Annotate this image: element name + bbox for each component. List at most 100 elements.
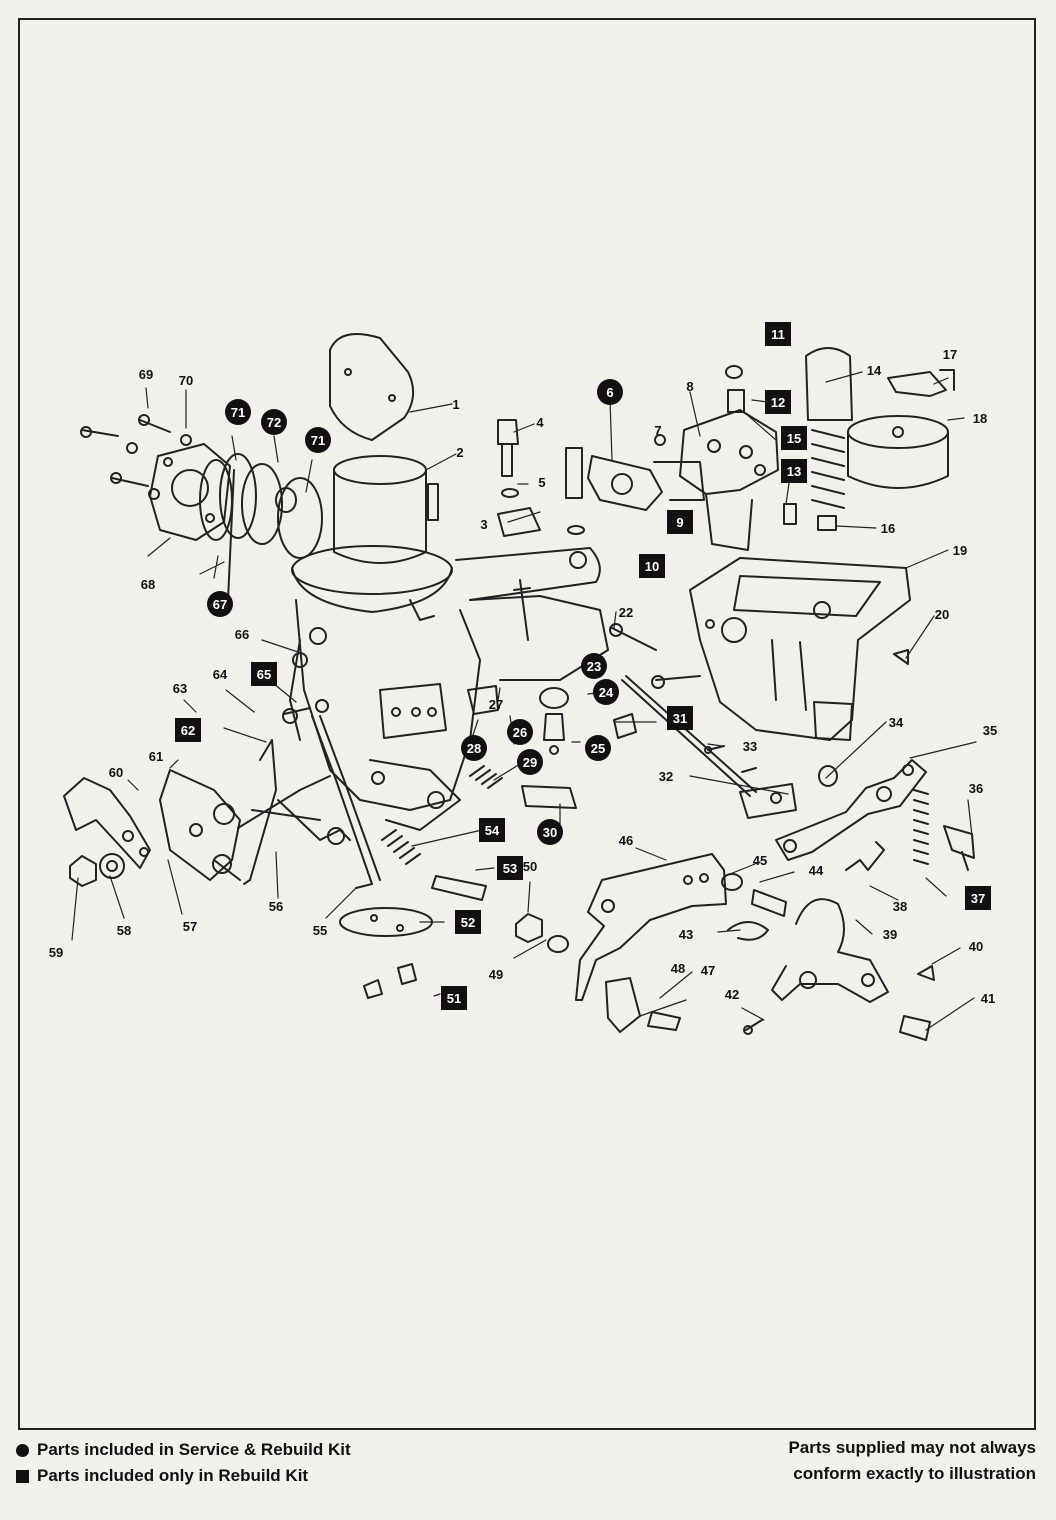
legend-service-kit: Parts included in Service & Rebuild Kit <box>16 1440 351 1460</box>
callout-number: 61 <box>149 749 163 764</box>
callout-number: 9 <box>676 515 683 530</box>
callout-number: 43 <box>679 927 693 942</box>
callout-62: 62 <box>175 718 201 742</box>
callout-55: 55 <box>313 923 327 938</box>
callout-circle-marker <box>507 719 533 745</box>
callout-48: 48 <box>671 961 685 976</box>
callout-7: 7 <box>654 423 661 438</box>
callout-number: 6 <box>606 385 613 400</box>
gasket-6 <box>587 455 663 511</box>
callout-43: 43 <box>679 927 693 942</box>
callout-number: 32 <box>659 769 673 784</box>
callout-67: 67 <box>207 591 233 617</box>
callout-square-marker <box>479 818 505 842</box>
callout-circle-marker <box>225 399 251 425</box>
callout-number: 20 <box>935 607 949 622</box>
callout-5: 5 <box>538 475 545 490</box>
callout-number: 53 <box>503 861 517 876</box>
callout-number: 4 <box>536 415 544 430</box>
callout-16: 16 <box>881 521 895 536</box>
callout-number: 25 <box>591 741 605 756</box>
callout-number: 22 <box>619 605 633 620</box>
callout-number: 38 <box>893 899 907 914</box>
disclaimer-line-1: Parts supplied may not always <box>788 1438 1036 1457</box>
callout-square-marker <box>667 510 693 534</box>
diagram-frame <box>18 18 1036 1430</box>
callout-56: 56 <box>269 899 283 914</box>
diaphragm-group <box>80 414 323 601</box>
disclaimer-note: Parts supplied may not always conform ex… <box>788 1435 1036 1487</box>
callout-number: 34 <box>889 715 904 730</box>
callout-47: 47 <box>701 963 715 978</box>
callout-30: 30 <box>537 819 563 845</box>
callout-14: 14 <box>867 363 882 378</box>
callout-number: 68 <box>141 577 155 592</box>
callout-number: 27 <box>489 697 503 712</box>
callout-60: 60 <box>109 765 123 780</box>
legend-rebuild-kit: Parts included only in Rebuild Kit <box>16 1466 308 1486</box>
callout-36: 36 <box>969 781 983 796</box>
callout-number: 48 <box>671 961 685 976</box>
callout-68: 68 <box>141 577 155 592</box>
callout-square-marker <box>667 706 693 730</box>
callout-52: 52 <box>455 910 481 934</box>
callout-square-marker <box>251 662 277 686</box>
float-chamber <box>689 557 911 741</box>
callout-square-marker <box>765 390 791 414</box>
callout-50: 50 <box>523 859 537 874</box>
callout-17: 17 <box>943 347 957 362</box>
callout-9: 9 <box>667 510 693 534</box>
callout-number: 5 <box>538 475 545 490</box>
cover-52 <box>339 907 433 937</box>
callout-square-marker <box>965 886 991 910</box>
callout-number: 33 <box>743 739 757 754</box>
callout-number: 42 <box>725 987 739 1002</box>
callout-number: 36 <box>969 781 983 796</box>
callout-number: 72 <box>267 415 281 430</box>
callout-circle-marker <box>261 409 287 435</box>
callout-65: 65 <box>251 662 277 686</box>
callout-26: 26 <box>507 719 533 745</box>
callout-number: 16 <box>881 521 895 536</box>
callout-number: 24 <box>599 685 614 700</box>
callout-number: 54 <box>485 823 500 838</box>
choke-lever <box>771 898 889 1003</box>
callout-number: 8 <box>686 379 693 394</box>
callout-number: 10 <box>645 559 659 574</box>
callout-44: 44 <box>809 863 824 878</box>
clip-17 <box>887 369 955 397</box>
callout-42: 42 <box>725 987 739 1002</box>
callout-33: 33 <box>743 739 757 754</box>
callout-66: 66 <box>235 627 249 642</box>
callout-64: 64 <box>213 667 228 682</box>
callout-number: 11 <box>771 327 785 342</box>
callout-number: 35 <box>983 723 997 738</box>
callout-63: 63 <box>173 681 187 696</box>
callout-number: 3 <box>480 517 487 532</box>
callout-58: 58 <box>117 923 131 938</box>
callout-number: 39 <box>883 927 897 942</box>
callout-number: 57 <box>183 919 197 934</box>
callout-2: 2 <box>456 445 463 460</box>
callout-circle-marker <box>593 679 619 705</box>
callout-number: 37 <box>971 891 985 906</box>
washer-34 <box>818 765 838 787</box>
callout-square-marker <box>765 322 791 346</box>
callout-number: 50 <box>523 859 537 874</box>
callout-number: 60 <box>109 765 123 780</box>
throttle-linkage <box>63 699 381 889</box>
callout-number: 29 <box>523 755 537 770</box>
callout-number: 15 <box>787 431 801 446</box>
callout-number: 28 <box>467 741 481 756</box>
piston-spring <box>783 347 853 531</box>
callout-number: 65 <box>257 667 271 682</box>
callout-49: 49 <box>489 967 503 982</box>
callout-number: 55 <box>313 923 327 938</box>
callout-6: 6 <box>597 379 623 405</box>
callout-square-marker <box>781 459 807 483</box>
callout-number: 63 <box>173 681 187 696</box>
callout-number: 49 <box>489 967 503 982</box>
callout-number: 62 <box>181 723 195 738</box>
spring-37 <box>913 789 929 865</box>
